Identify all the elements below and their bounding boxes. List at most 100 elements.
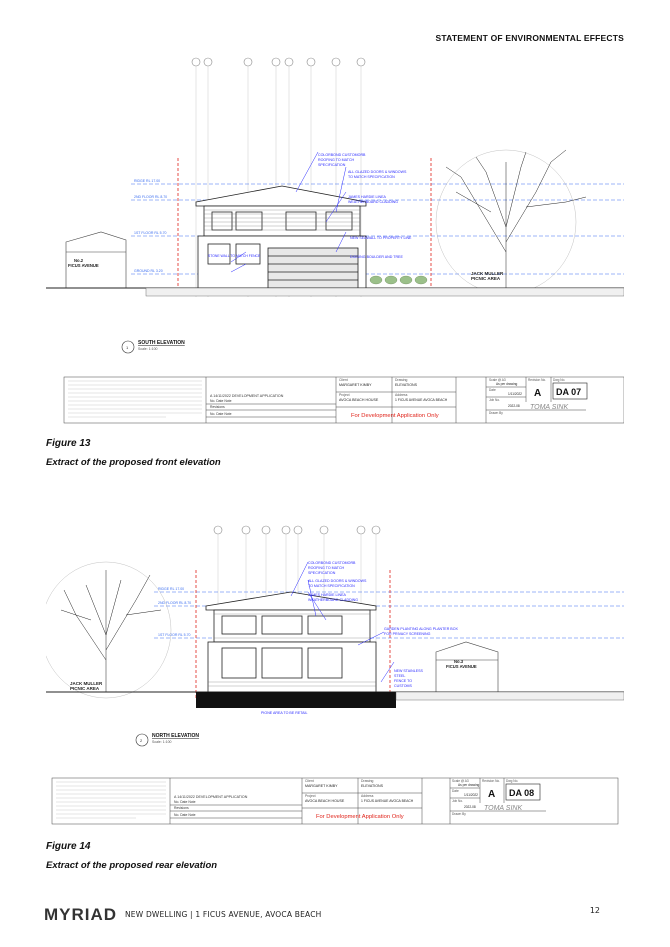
main-house [195, 185, 367, 289]
svg-text:Address: Address [395, 393, 408, 397]
north-elevation-drawing: RIDGE RL 17.00 2ND FLOOR RL 8.70 1ST FLO… [46, 520, 624, 825]
annotation-cladding: JAMES HARDIE LINEA [348, 195, 387, 199]
tree-left [46, 561, 172, 699]
elevation-scale: Scale: 1:100 [152, 740, 172, 744]
figure-14-number: Figure 14 [46, 841, 91, 852]
svg-text:PICNIC AREA: PICNIC AREA [471, 276, 501, 281]
neighbour-label-right: JACK MULLER [471, 271, 504, 276]
svg-text:1/11/2022: 1/11/2022 [464, 793, 478, 797]
tb-signature: TOMA SINK [484, 805, 522, 812]
svg-text:Client: Client [305, 779, 314, 783]
level-label: 2ND FLOOR RL 8.70 [134, 195, 167, 199]
svg-text:1: 1 [126, 345, 129, 350]
svg-text:Address: Address [361, 794, 374, 798]
svg-text:Job No.: Job No. [452, 799, 463, 803]
svg-text:TO MATCH SPECIFICATION: TO MATCH SPECIFICATION [348, 175, 395, 179]
svg-text:As per drawing: As per drawing [458, 783, 479, 787]
page-header-title: STATEMENT OF ENVIRONMENTAL EFFECTS [435, 33, 624, 43]
svg-text:No.2: No.2 [74, 258, 84, 263]
figure-14-caption: Extract of the proposed rear elevation [46, 860, 218, 871]
neighbour-house-right [435, 641, 499, 693]
annotation-roofing: COLORBOND CUSTOMORB [318, 153, 366, 157]
tb-address: 1 FICUS AVENUE AVOCA BEACH [361, 799, 414, 803]
tb-rev-header: No. Date Note [174, 800, 196, 804]
main-house-rear [205, 591, 377, 693]
level-label: 1ST FLOOR RL 5.70 [158, 633, 191, 637]
title-block [63, 376, 624, 424]
tb-signature: TOMA SINK [530, 404, 568, 411]
svg-text:SPECIFICATION: SPECIFICATION [318, 163, 346, 167]
svg-text:2: 2 [140, 738, 143, 743]
svg-text:Dwg No.: Dwg No. [553, 378, 565, 382]
tb-project: AVOCA BEACH HOUSE [305, 799, 345, 803]
annotation-stonewall: STONE WALL TO MATCH FENCE [208, 254, 261, 258]
grid-markers [213, 525, 381, 535]
neighbour-label-right: No.3 [454, 659, 464, 664]
svg-text:No. Date Note: No. Date Note [210, 412, 232, 416]
neighbour-label-left: JACK MULLER [70, 681, 103, 686]
svg-text:Drawing: Drawing [361, 779, 374, 783]
page-number: 12 [589, 906, 600, 915]
svg-text:2022-08: 2022-08 [464, 805, 476, 809]
section-marker [135, 733, 149, 747]
annotation-glazing: ALL GLAZED DOORS & WINDOWS [308, 579, 367, 583]
tb-rev-header: No. Date Note [210, 399, 232, 403]
tree-right [435, 149, 587, 295]
svg-text:SPECIFICATION: SPECIFICATION [308, 571, 336, 575]
elevation-title: SOUTH ELEVATION [138, 340, 185, 346]
tb-drawing: ELEVATIONS [395, 383, 418, 387]
tb-status: For Development Application Only [316, 814, 404, 820]
annotation-seawall: NEW SEAWALL TO PROPERTY LINE [350, 236, 412, 240]
tb-revision-row: A 14/11/2022 DEVELOPMENT APPLICATION [210, 394, 284, 398]
tb-project: AVOCA BEACH HOUSE [339, 398, 379, 402]
svg-text:WEATHERBOARD CLADDING: WEATHERBOARD CLADDING [308, 598, 358, 602]
level-label: GROUND RL 3.20 [134, 269, 163, 273]
level-label: 1ST FLOOR RL 5.70 [134, 231, 167, 235]
svg-text:Project: Project [305, 794, 316, 798]
svg-text:Client: Client [339, 378, 348, 382]
svg-text:CUSTOMS: CUSTOMS [394, 684, 413, 688]
svg-text:Scale @ A3: Scale @ A3 [452, 779, 469, 783]
section-marker [121, 340, 135, 354]
tb-client: MARGARET KIMBY [305, 784, 338, 788]
annotation-picnic: PIONE AREA TO BE RETAIL [261, 711, 308, 715]
annotation-cladding: JAMES HARDIE LINEA [308, 593, 347, 597]
svg-text:As per drawing: As per drawing [496, 382, 517, 386]
svg-text:FICUS AVENUE: FICUS AVENUE [68, 263, 99, 268]
svg-text:FICUS AVENUE: FICUS AVENUE [446, 664, 477, 669]
tb-revisions-label: Revisions [210, 405, 225, 409]
tb-status: For Development Application Only [351, 413, 439, 419]
tb-revision: A [534, 388, 541, 399]
svg-text:Revision No.: Revision No. [482, 779, 500, 783]
svg-text:Job No.: Job No. [489, 398, 500, 402]
footer-project-text: NEW DWELLING | 1 FICUS AVENUE, AVOCA BEA… [125, 910, 322, 919]
level-label: RIDGE RL 17.00 [134, 179, 160, 183]
title-block [51, 777, 619, 825]
grid-markers [191, 57, 366, 67]
elevation-title: NORTH ELEVATION [152, 733, 199, 739]
elevation-scale: Scale: 1:100 [138, 347, 158, 351]
annotation-glazing: ALL GLAZED DOORS & WINDOWS [348, 170, 407, 174]
svg-text:WEATHERBOARD CLADDING: WEATHERBOARD CLADDING [348, 200, 398, 204]
svg-text:ROOFING TO MATCH: ROOFING TO MATCH [308, 566, 345, 570]
annotation-boulder: DIGGING BOULDER AND TREE [350, 255, 403, 259]
myriad-logo: MYRIAD [44, 905, 118, 924]
svg-text:Scale @ A3: Scale @ A3 [489, 378, 506, 382]
svg-text:FOR PRIVACY SCREENING: FOR PRIVACY SCREENING [384, 632, 431, 636]
tb-dwg-number: DA 07 [556, 387, 581, 397]
svg-text:Project: Project [339, 393, 350, 397]
tb-revision: A [488, 789, 495, 800]
tb-drawing: ELEVATIONS [361, 784, 384, 788]
svg-text:Drawn By: Drawn By [452, 812, 466, 816]
svg-text:Revision No.: Revision No. [528, 378, 546, 382]
level-label: 2ND FLOOR RL 8.70 [158, 601, 191, 605]
figure-13-caption: Extract of the proposed front elevation [46, 457, 221, 468]
south-elevation-drawing: RIDGE RL 17.00 2ND FLOOR RL 8.70 1ST FLO… [46, 52, 624, 424]
tb-revision-row: A 14/11/2022 DEVELOPMENT APPLICATION [174, 795, 248, 799]
tb-address: 1 FICUS AVENUE AVOCA BEACH [395, 398, 448, 402]
svg-text:Drawn By: Drawn By [489, 411, 503, 415]
svg-text:Date: Date [489, 388, 496, 392]
annotation-fence: NEW STAINLESS [394, 669, 423, 673]
annotation-roofing: COLORBOND CUSTOMORB [308, 561, 356, 565]
level-label: RIDGE RL 17.00 [158, 587, 184, 591]
